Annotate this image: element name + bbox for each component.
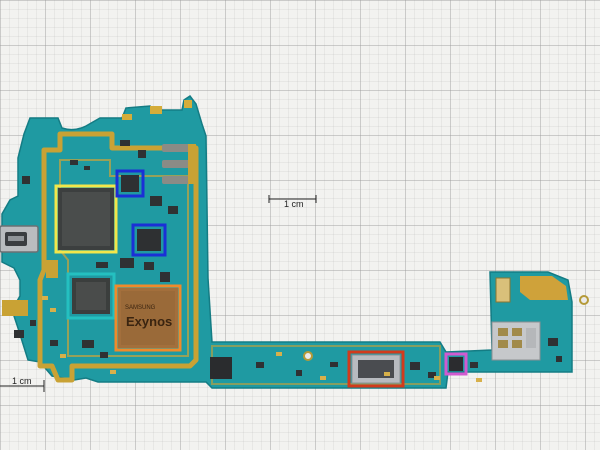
highlight-box-orange [114,284,182,352]
right-mount-hole [579,295,589,305]
scale-bar-left [0,380,45,392]
small-chip-upper [121,175,139,192]
highlight-box-red [347,350,405,388]
highlight-box-yellow [54,184,118,254]
small-chip-lower [137,229,161,251]
bottom-chip-left [210,357,232,379]
top-pad-1 [150,106,162,114]
battery-contacts [162,144,196,184]
scale-bar-center [268,195,317,203]
gold-pad-left-2 [46,260,58,278]
scale-label-center: 1 cm [284,199,304,209]
usb-connector-icon [0,225,39,253]
top-pad-2 [184,100,192,108]
highlight-box-blue-upper [115,169,145,198]
bottom-mount-hole [303,351,313,361]
gold-pad-right [520,276,568,300]
processor-chip-surface [121,291,175,345]
highlight-box-pink [444,352,468,376]
gold-pad-left-1 [2,300,28,316]
pmic-chip-surface [76,282,106,310]
gold-frame-left [37,131,199,383]
processor-brand-text: Exynos [126,314,172,329]
highlight-box-teal [66,272,116,320]
top-pad-3 [122,114,132,120]
small-components [14,140,562,378]
gold-component-pads [42,296,482,382]
scale-label-left: 1 cm [12,376,32,386]
flash-chip-texture [62,192,110,246]
right-flex-connector [495,277,511,303]
pink-chip [449,357,463,371]
highlight-box-blue-lower [131,223,167,257]
sim-slot-icon [491,321,541,361]
processor-chip-small-text: SAMSUNG [125,305,156,311]
